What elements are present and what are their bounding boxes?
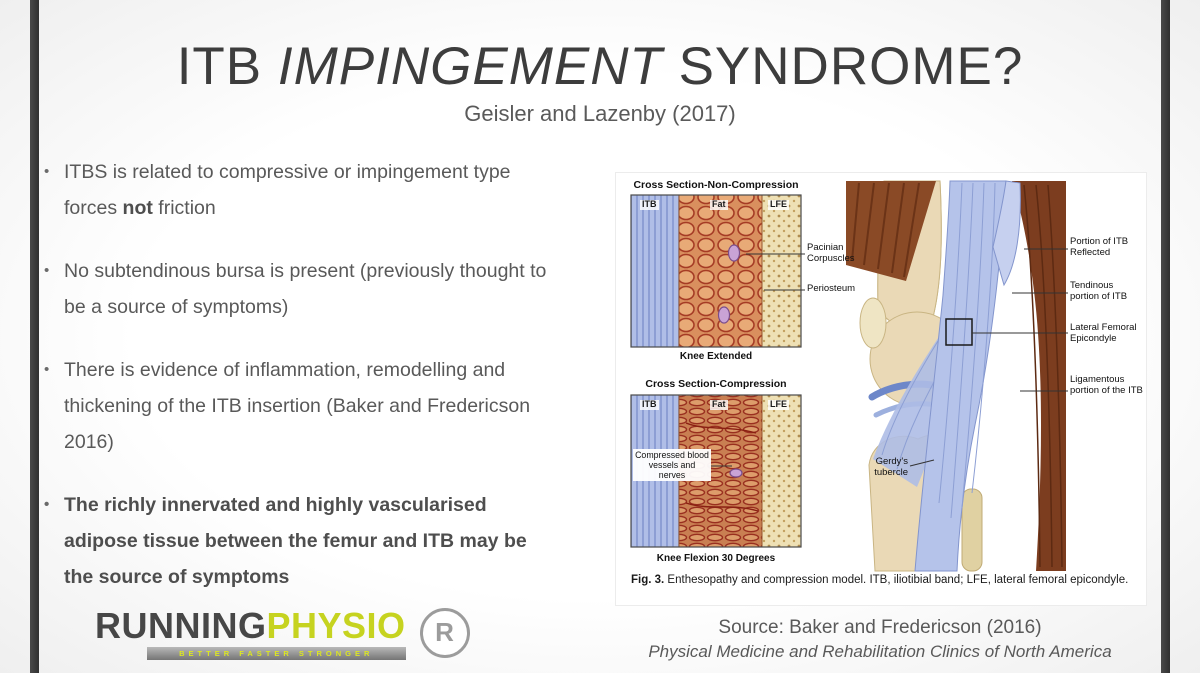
gerdys-tubercle-label: Gerdy's tubercle <box>874 456 908 478</box>
bullet-1-post: friction <box>152 197 216 219</box>
bullet-item-4: The richly innervated and highly vascula… <box>40 487 560 595</box>
runningphysio-logo: RUNNINGPHYSIO BETTER FASTER STRONGER R <box>95 606 470 660</box>
lfe-zone-label-bottom: LFE <box>768 399 789 410</box>
logo-tagline: BETTER FASTER STRONGER <box>147 646 406 660</box>
cross-section-bottom-title: Cross Section-Compression <box>645 378 787 390</box>
bullet-item-1: ITBS is related to compressive or imping… <box>40 154 560 226</box>
right-edge-bar <box>1161 0 1170 673</box>
logo-running-text: RUNNING <box>95 605 267 646</box>
knee-illustration-graphic <box>846 180 1066 572</box>
leader-lines <box>708 248 1068 467</box>
lfe-zone-label-top: LFE <box>768 199 789 210</box>
title-segment-post: SYNDROME? <box>662 37 1024 96</box>
periosteum-label: Periosteum <box>807 283 856 294</box>
bullet-list: ITBS is related to compressive or imping… <box>40 154 560 622</box>
source-line-2: Physical Medicine and Rehabilitation Cli… <box>648 642 1112 661</box>
portion-itb-reflected-label: Portion of ITB Reflected <box>1070 236 1129 258</box>
logo-wordmark: RUNNINGPHYSIO BETTER FASTER STRONGER <box>95 606 406 660</box>
logo-physio-text: PHYSIO <box>266 605 406 646</box>
knee-extended-caption: Knee Extended <box>679 351 753 362</box>
logo-badge-icon: R <box>419 607 470 658</box>
knee-flexion-caption: Knee Flexion 30 Degrees <box>656 553 776 564</box>
bullet-1-pre: ITBS is related to compressive or imping… <box>64 161 511 219</box>
ligamentous-portion-label: Ligamentous portion of the ITB <box>1070 374 1143 396</box>
figure-caption-text: Enthesopathy and compression model. ITB,… <box>664 574 1129 586</box>
title-segment-pre: ITB <box>176 37 278 96</box>
figure-caption: Fig. 3. Enthesopathy and compression mod… <box>631 573 1131 588</box>
lateral-femoral-epicondyle-label: Lateral Femoral Epicondyle <box>1070 322 1137 344</box>
tendinous-portion-label: Tendinous portion of ITB <box>1070 280 1128 302</box>
cross-section-top-graphic <box>630 194 802 348</box>
bullet-item-2: No subtendinous bursa is present (previo… <box>40 253 560 325</box>
source-line-1: Source: Baker and Fredericson (2016) <box>718 617 1042 638</box>
bullet-item-3: There is evidence of inflammation, remod… <box>40 352 560 460</box>
fat-zone-label-bottom: Fat <box>710 399 728 410</box>
fat-zone-label-top: Fat <box>710 199 728 210</box>
figure-caption-number: Fig. 3. <box>631 574 665 586</box>
pacinian-corpuscles-label: Pacinian Corpuscles <box>807 242 855 264</box>
cross-section-top-title: Cross Section-Non-Compression <box>633 179 799 191</box>
title-segment-italic: IMPINGEMENT <box>277 37 663 96</box>
compressed-vessels-label: Compressed blood vessels and nerves <box>633 449 711 482</box>
source-attribution: Source: Baker and Fredericson (2016) Phy… <box>615 617 1145 662</box>
left-edge-bar <box>30 0 39 673</box>
bullet-1-bold: not <box>122 197 153 219</box>
figure-3: Cross Section-Non-Compression ITB Fat LF… <box>615 172 1147 606</box>
itb-zone-label-top: ITB <box>640 199 659 210</box>
slide-subtitle: Geisler and Lazenby (2017) <box>464 101 736 126</box>
itb-zone-label-bottom: ITB <box>640 399 659 410</box>
slide-title: ITB IMPINGEMENT SYNDROME? <box>0 36 1200 97</box>
